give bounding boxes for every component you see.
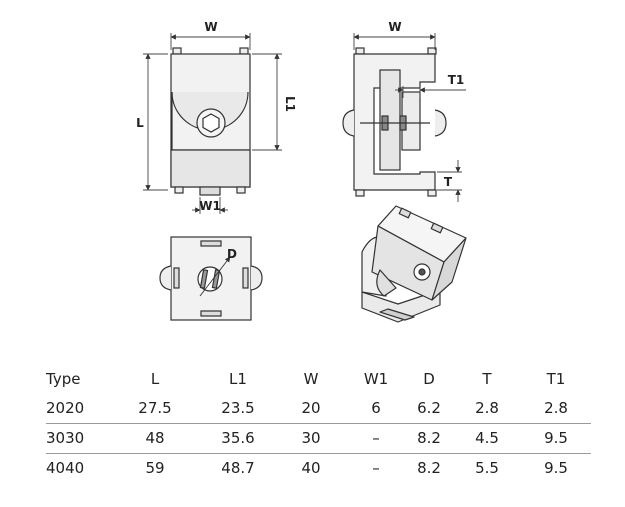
- spec-table: Type L L1 W W1 D T T1 2020 27.5 23.5 20 …: [0, 365, 625, 507]
- side-view-dimensions: [353, 33, 466, 202]
- cell-t1: 9.5: [544, 459, 568, 477]
- front-view: [170, 47, 251, 196]
- cell-t: 2.8: [475, 399, 499, 417]
- cell-w: 40: [301, 459, 321, 477]
- header-w: W: [303, 370, 319, 388]
- table-row: 3030 48 35.6 30 – 8.2 4.5 9.5: [0, 424, 625, 452]
- cell-l: 27.5: [138, 399, 172, 417]
- cell-w1: 6: [371, 399, 381, 417]
- table-row: 2020 27.5 23.5 20 6 6.2 2.8 2.8: [0, 394, 625, 422]
- table-header-row: Type L L1 W W1 D T T1: [0, 365, 625, 393]
- cell-type: 4040: [46, 459, 85, 477]
- table-row: 4040 59 48.7 40 – 8.2 5.5 9.5: [0, 454, 625, 482]
- isometric-view: [361, 205, 467, 323]
- front-width-label: W: [204, 20, 217, 34]
- header-t: T: [482, 370, 492, 388]
- row-divider: [46, 423, 591, 424]
- cell-l1: 35.6: [221, 429, 255, 447]
- side-width-label: W: [388, 20, 401, 34]
- cell-t1: 2.8: [544, 399, 568, 417]
- cell-t: 5.5: [475, 459, 499, 477]
- cell-l: 48: [145, 429, 165, 447]
- bottom-diameter-label: D: [227, 247, 237, 261]
- front-slot-label: W1: [199, 199, 221, 213]
- bottom-view: [159, 236, 263, 321]
- cell-t: 4.5: [475, 429, 499, 447]
- header-d: D: [423, 370, 435, 388]
- front-inner-length-label: L1: [283, 96, 297, 112]
- row-divider: [46, 453, 591, 454]
- side-thickness-label: T: [444, 175, 453, 189]
- cell-l1: 48.7: [221, 459, 255, 477]
- header-l: L: [150, 370, 160, 388]
- front-view-dimensions: [143, 33, 282, 214]
- cell-type: 3030: [46, 429, 85, 447]
- cell-w: 30: [301, 429, 321, 447]
- cell-type: 2020: [46, 399, 85, 417]
- technical-drawing: W L L1 W1 W T1 T: [136, 20, 467, 323]
- cell-w1: –: [372, 429, 380, 447]
- front-length-label: L: [136, 116, 144, 130]
- cell-d: 8.2: [417, 429, 441, 447]
- side-view: [342, 47, 447, 197]
- cell-t1: 9.5: [544, 429, 568, 447]
- header-w1: W1: [363, 370, 389, 388]
- header-t1: T1: [546, 370, 566, 388]
- header-type: Type: [46, 370, 81, 388]
- header-l1: L1: [229, 370, 247, 388]
- cell-w: 20: [301, 399, 321, 417]
- side-plate-label: T1: [448, 73, 465, 87]
- cell-w1: –: [372, 459, 380, 477]
- cell-d: 8.2: [417, 459, 441, 477]
- cell-d: 6.2: [417, 399, 441, 417]
- cell-l: 59: [145, 459, 165, 477]
- cell-l1: 23.5: [221, 399, 255, 417]
